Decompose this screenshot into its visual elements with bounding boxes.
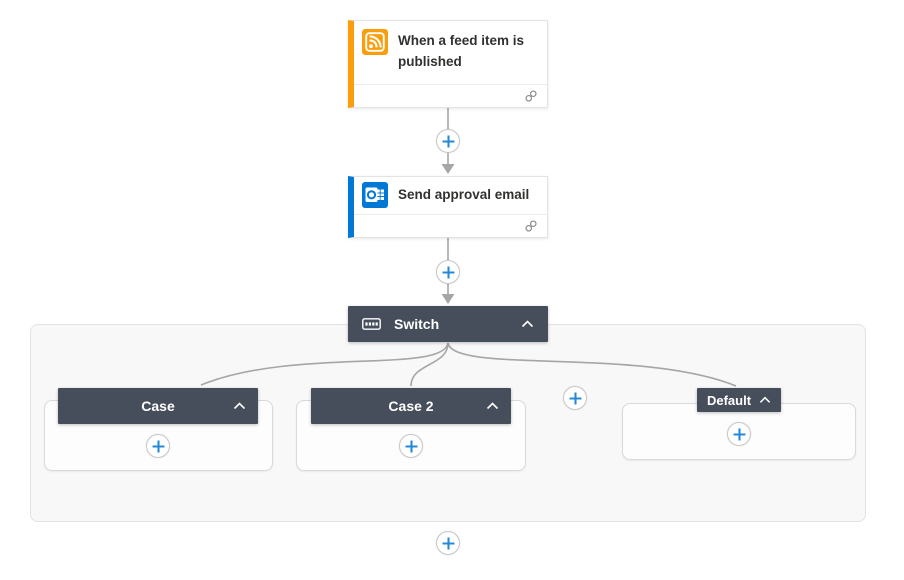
plus-icon [152,440,164,452]
rss-icon [362,29,388,55]
plus-icon [442,266,454,278]
case2-branch-header[interactable]: Case 2 [311,388,511,424]
case-add-action-button[interactable] [146,434,170,458]
insert-step-button-1[interactable] [436,129,460,153]
chevron-up-icon[interactable] [759,396,771,404]
link-icon [525,220,537,232]
action-card-footer [354,214,547,237]
chevron-up-icon[interactable] [521,320,534,328]
case2-label: Case 2 [388,398,434,414]
action-card-title: Send approval email [398,186,530,202]
link-icon [525,90,537,102]
switch-label: Switch [394,316,440,332]
plus-icon [442,537,454,549]
case2-add-action-button[interactable] [399,434,423,458]
trigger-card-footer [354,84,547,107]
trigger-card-feed-item-published[interactable]: When a feed item is published [348,20,548,108]
plus-icon [569,392,581,404]
chevron-up-icon[interactable] [233,402,246,410]
plus-icon [442,135,454,147]
default-label: Default [706,392,752,408]
add-case-button[interactable] [563,386,587,410]
action-card-body: Send approval email [354,177,547,213]
insert-step-button-2[interactable] [436,260,460,284]
case-label: Case [141,398,175,414]
case-branch-header[interactable]: Case [58,388,258,424]
trigger-card-body: When a feed item is published [354,21,547,79]
default-add-action-button[interactable] [727,422,751,446]
plus-icon [733,428,745,440]
switch-scope-header[interactable]: Switch [348,306,548,342]
outlook-icon [362,182,388,208]
action-card-send-approval-email[interactable]: Send approval email [348,176,548,238]
plus-icon [405,440,417,452]
chevron-up-icon[interactable] [486,402,499,410]
default-branch-header[interactable]: Default [697,388,781,412]
switch-icon [362,318,381,330]
new-step-button[interactable] [436,531,460,555]
trigger-card-title: When a feed item is published [398,33,525,69]
